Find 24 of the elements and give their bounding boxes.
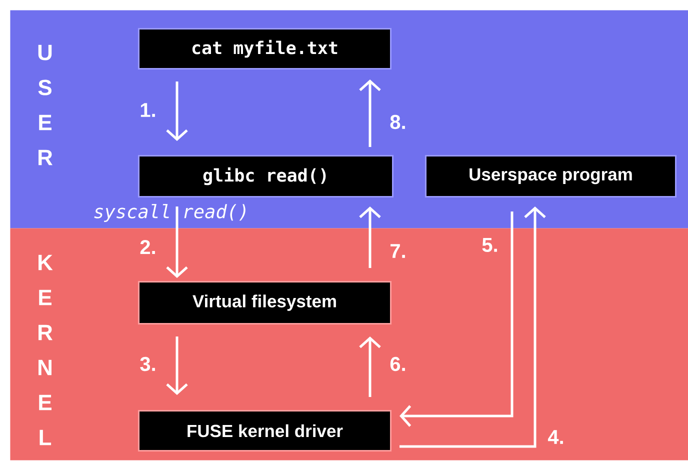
process-box: cat myfile.txt bbox=[138, 28, 392, 70]
region-label: K E R N E L bbox=[38, 254, 53, 446]
step-number: 1. bbox=[140, 103, 155, 117]
arrow bbox=[359, 206, 381, 268]
step-number: 6. bbox=[390, 356, 405, 372]
arrow bbox=[166, 206, 188, 278]
process-box: FUSE kernel driver bbox=[138, 410, 392, 452]
step-number: 5. bbox=[482, 238, 497, 252]
region-label: U S E R bbox=[38, 44, 52, 166]
step-number: 4. bbox=[548, 430, 563, 444]
step-number: 3. bbox=[140, 356, 155, 372]
arrow bbox=[359, 80, 381, 147]
step-number: 8. bbox=[390, 114, 405, 130]
process-box: Virtual filesystem bbox=[138, 281, 392, 324]
process-box: Userspace program bbox=[425, 155, 676, 198]
step-number: 7. bbox=[390, 244, 405, 258]
call-label: syscall read() bbox=[94, 204, 246, 222]
arrow bbox=[166, 336, 188, 395]
arrow bbox=[359, 336, 381, 397]
arrow bbox=[166, 82, 188, 141]
arrow bbox=[400, 206, 546, 448]
process-box: glibc read() bbox=[138, 155, 394, 198]
step-number: 2. bbox=[140, 240, 155, 254]
arrow bbox=[400, 212, 514, 427]
